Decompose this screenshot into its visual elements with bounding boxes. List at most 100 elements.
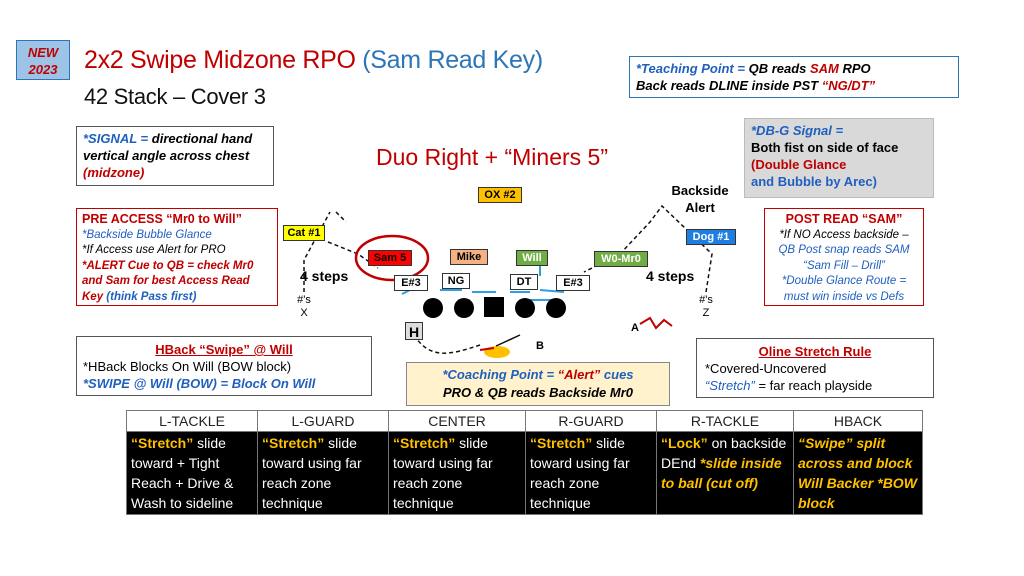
teaching-point-label: *Teaching Point = bbox=[636, 61, 749, 76]
lt-keyword: “Stretch” bbox=[131, 435, 194, 451]
cell-r-guard: “Stretch” slide toward using far reach z… bbox=[525, 431, 657, 515]
coaching-point-alert: “Alert” bbox=[557, 367, 601, 382]
a-motion-zigzag bbox=[639, 316, 673, 330]
post-read-title: POST READ “SAM” bbox=[785, 212, 903, 226]
dbg-signal-box: *DB-G Signal = Both fist on side of face… bbox=[744, 118, 934, 198]
table-header-row: L-TACKLE L-GUARD CENTER R-GUARD R-TACKLE… bbox=[126, 410, 923, 432]
hb-keyword: “Swipe” split across and block Will Back… bbox=[798, 435, 913, 491]
mike-tag: Mike bbox=[450, 249, 488, 265]
teaching-point-sam: SAM bbox=[810, 61, 839, 76]
x-route-upper bbox=[335, 211, 347, 223]
teaching-point-text: QB reads bbox=[748, 61, 810, 76]
teaching-point-ngdt: “NG/DT” bbox=[821, 78, 876, 93]
dog-tag: Dog #1 bbox=[686, 229, 736, 245]
teaching-point-box: *Teaching Point = QB reads SAM RPO Back … bbox=[629, 56, 959, 98]
teaching-point-back: Back reads DLINE inside PST bbox=[636, 78, 822, 93]
header-hback: HBACK bbox=[793, 410, 923, 432]
rt-italic: *slide inside to ball (cut off) bbox=[661, 455, 782, 491]
coaching-point-line2: PRO & QB reads Backside Mr0 bbox=[442, 385, 634, 400]
hback-swipe-box: HBack “Swipe” @ Will *HBack Blocks On Wi… bbox=[76, 336, 372, 396]
oline-stretch-keyword: “Stretch” bbox=[705, 378, 755, 393]
ox-tag: OX #2 bbox=[478, 187, 522, 203]
hb-italic: *BOW block bbox=[798, 475, 917, 511]
header-l-guard: L-GUARD bbox=[257, 410, 389, 432]
oline-stretch-box: Oline Stretch Rule *Covered-Uncovered “S… bbox=[696, 338, 934, 398]
sam-read-circle bbox=[354, 234, 430, 282]
b-path bbox=[495, 334, 521, 347]
rt-text: on backside DEnd bbox=[661, 435, 787, 471]
dbg-signal-label: *DB-G Signal = bbox=[751, 123, 844, 138]
signal-midzone: (midzone) bbox=[83, 165, 145, 180]
oline-stretch-title: Oline Stretch Rule bbox=[758, 344, 872, 359]
pre-access-line4: (think Pass first) bbox=[106, 290, 197, 303]
header-l-tackle: L-TACKLE bbox=[126, 410, 258, 432]
hback-swipe-path bbox=[413, 334, 481, 354]
lt-text: slide toward + Tight Reach + Drive & Was… bbox=[131, 435, 234, 511]
pre-access-box: PRE ACCESS “Mr0 to Will” *Backside Bubbl… bbox=[76, 208, 278, 306]
w0-mr0-tag: W0-Mr0 bbox=[594, 251, 648, 267]
assignment-table: L-TACKLE L-GUARD CENTER R-GUARD R-TACKLE… bbox=[126, 410, 923, 515]
right-end-tag: E#3 bbox=[556, 275, 590, 291]
sam-tag: Sam 5 bbox=[368, 250, 412, 266]
badge-line2: 2023 bbox=[28, 62, 58, 77]
backside-alert-label: Backside Alert bbox=[671, 183, 729, 215]
nose-tackle-tag: NG bbox=[442, 273, 470, 289]
page-subtitle: 42 Stack – Cover 3 bbox=[84, 84, 266, 109]
play-call: Duo Right + “Miners 5” bbox=[376, 144, 608, 170]
a-player: A bbox=[631, 322, 639, 334]
signal-box: *SIGNAL = directional hand vertical angl… bbox=[76, 126, 274, 186]
cell-l-guard: “Stretch” slide toward using far reach z… bbox=[257, 431, 389, 515]
z-numbers: #’s bbox=[699, 294, 713, 306]
coaching-point-label: *Coaching Point = bbox=[442, 367, 558, 382]
signal-label: *SIGNAL = bbox=[83, 131, 152, 146]
pre-access-line2: *If Access use Alert for PRO bbox=[82, 244, 226, 256]
teaching-point-rpo: RPO bbox=[838, 61, 871, 76]
coaching-point-cues: cues bbox=[600, 367, 634, 382]
pre-access-line3: *ALERT Cue to QB = check Mr0 and Sam for… bbox=[82, 259, 254, 303]
dbg-signal-double-glance: (Double Glance bbox=[751, 157, 847, 172]
x-route bbox=[303, 211, 331, 292]
rt-keyword: “Lock” bbox=[661, 435, 708, 451]
dbg-signal-text: Both fist on side of face bbox=[751, 140, 899, 155]
lg-text: slide toward using far reach zone techni… bbox=[262, 435, 362, 511]
new-2023-badge: NEW 2023 bbox=[16, 40, 70, 80]
lg-player bbox=[454, 298, 474, 318]
signal-text: directional hand vertical angle across c… bbox=[83, 131, 253, 163]
post-read-box: POST READ “SAM” *If NO Access backside –… bbox=[764, 208, 924, 306]
hback-swipe-title: HBack “Swipe” @ Will bbox=[155, 342, 293, 357]
x-receiver: X bbox=[300, 307, 308, 319]
left-end-tag: E#3 bbox=[394, 275, 428, 291]
b-player: B bbox=[536, 340, 544, 352]
oline-stretch-line1: *Covered-Uncovered bbox=[705, 361, 827, 376]
x-numbers: #’s bbox=[297, 294, 311, 306]
badge-line1: NEW bbox=[27, 45, 59, 60]
title-main: 2x2 Swipe Midzone RPO bbox=[84, 46, 363, 74]
pre-access-line1: *Backside Bubble Glance bbox=[82, 228, 212, 241]
rg-keyword: “Stretch” bbox=[530, 435, 593, 451]
rt-player bbox=[546, 298, 566, 318]
rt-block bbox=[539, 289, 565, 293]
rg-text: slide toward using far reach zone techni… bbox=[530, 435, 630, 511]
z-receiver: Z bbox=[702, 307, 710, 319]
cell-hback: “Swipe” split across and block Will Back… bbox=[793, 431, 923, 515]
coaching-point-box: *Coaching Point = “Alert” cues PRO & QB … bbox=[406, 362, 670, 406]
rg-player bbox=[515, 298, 535, 318]
hback-swipe-line1: *HBack Blocks On Will (BOW block) bbox=[83, 359, 292, 374]
c-keyword: “Stretch” bbox=[393, 435, 456, 451]
table-row: “Stretch” slide toward + Tight Reach + D… bbox=[126, 431, 923, 515]
cell-r-tackle: “Lock” on backside DEnd *slide inside to… bbox=[656, 431, 794, 515]
steps-right: 4 steps bbox=[646, 268, 695, 284]
hback-player: H bbox=[405, 322, 423, 340]
hback-swipe-line2: *SWIPE @ Will (BOW) = Block On Will bbox=[83, 376, 316, 391]
will-tag: Will bbox=[516, 250, 548, 266]
cell-l-tackle: “Stretch” slide toward + Tight Reach + D… bbox=[126, 431, 258, 515]
title-read-key: (Sam Read Key) bbox=[362, 46, 543, 74]
back-mesh bbox=[479, 347, 495, 351]
center-player bbox=[484, 297, 504, 317]
header-r-tackle: R-TACKLE bbox=[656, 410, 794, 432]
cat-blitz-path bbox=[327, 241, 379, 269]
dbg-signal-bubble: and Bubble by Arec) bbox=[751, 174, 877, 189]
